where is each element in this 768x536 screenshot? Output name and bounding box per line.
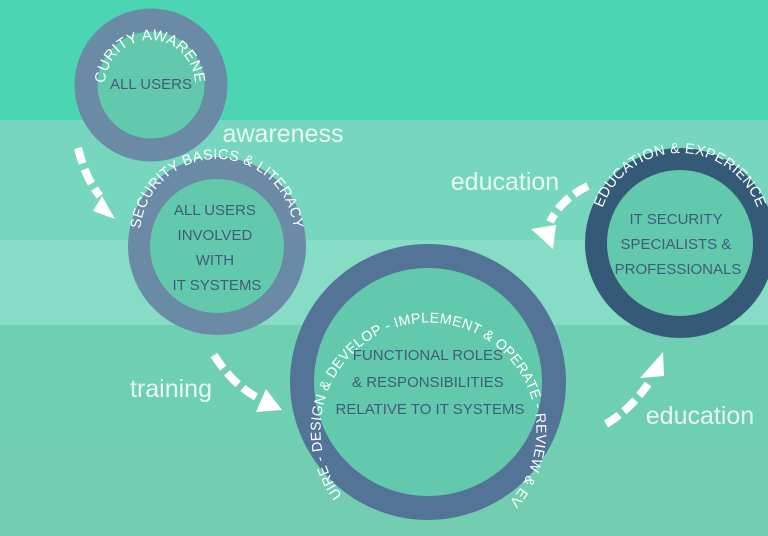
arrow-training-arc [210,352,260,402]
arrow-education-bottom [603,352,664,428]
triangle-arrowhead-icon [531,225,556,249]
inner-label-functional-roles: FUNCTIONAL ROLES & RESPONSIBILITIES RELA… [336,347,525,418]
arrow-education-top [531,182,590,249]
circle-security-basics-literacy: SECURITY BASICS & LITERACY ALL USERS INV… [128,147,306,335]
arrow-education-top-arc [546,182,590,224]
flow-label-awareness: awareness [223,120,344,148]
triangle-arrowhead-icon [93,196,115,219]
ring-functional-roles [290,244,566,520]
inner-label-education-experience: IT SECURITY SPECIALISTS & PROFESSIONALS [615,211,742,278]
ring-security-basics-literacy [128,157,306,335]
arrow-awareness [74,147,115,219]
inner-label-security-awareness: ALL USERS [110,76,192,93]
flow-label-education-top: education [451,168,559,196]
arrow-awareness-arc [74,147,104,199]
ring-security-awareness [74,8,228,162]
arrow-training [210,352,282,412]
triangle-arrowhead-icon [256,389,282,412]
circle-security-awareness: SECURITY AWARENESS ALL USERS [0,0,228,162]
flow-label-training: training [130,375,212,403]
ring-education-experience [585,148,768,338]
flow-label-education-bottom: education [646,402,754,430]
inner-label-security-basics-literacy: ALL USERS INVOLVED WITH IT SYSTEMS [173,202,262,294]
circle-education-experience: EDUCATION & EXPERIENCE IT SECURITY SPECI… [585,141,768,338]
triangle-arrowhead-icon [640,352,664,378]
arrow-education-bottom-arc [603,381,652,428]
